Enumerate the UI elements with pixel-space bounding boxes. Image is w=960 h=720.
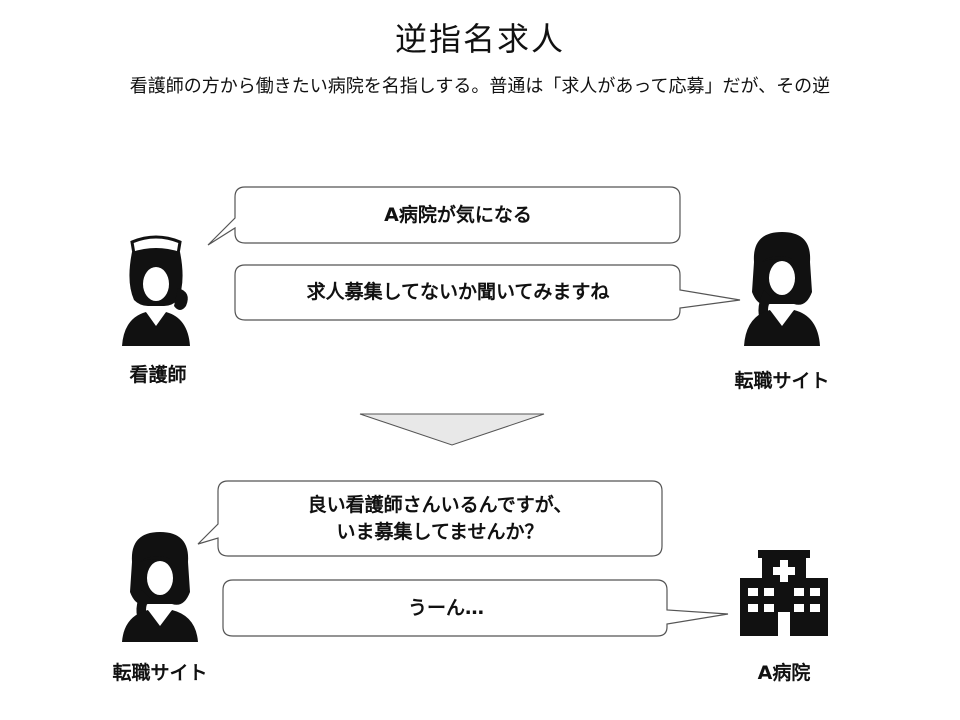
agent-icon-left [122,532,198,642]
speech-bubble-nurse [207,186,681,246]
bubble-text-nurse: A病院が気になる [384,203,532,226]
label-agent-right: 転職サイト [734,370,830,392]
speech-bubble-agent-2 [197,480,663,557]
bubble-text-agent-2: 良い看護師さんいるんですが、 いま募集してませんか？ [222,482,658,555]
agent-icon-right [744,232,820,346]
page-title: 逆指名求人 [394,20,565,58]
label-agent-left: 転職サイト [112,662,208,684]
hospital-icon [740,550,828,636]
speech-bubble-hospital [222,579,729,637]
bubble-text-hospital: うーん… [407,596,484,619]
bubble-text-agent: 求人募集してないか聞いてみますね [306,281,610,303]
bubble-text-agent-2-line1: 良い看護師さんいるんですが、 [307,493,573,516]
bubble-text-agent-2-line2: いま募集してませんか？ [336,520,544,543]
label-hospital: A病院 [757,662,811,684]
speech-bubble-agent [234,264,741,321]
down-triangle-icon [359,413,545,446]
page-subtitle: 看護師の方から働きたい病院を名指しする。普通は「求人があって応募」だが、その逆 [129,76,831,97]
label-nurse: 看護師 [129,364,187,386]
nurse-icon [122,235,190,346]
